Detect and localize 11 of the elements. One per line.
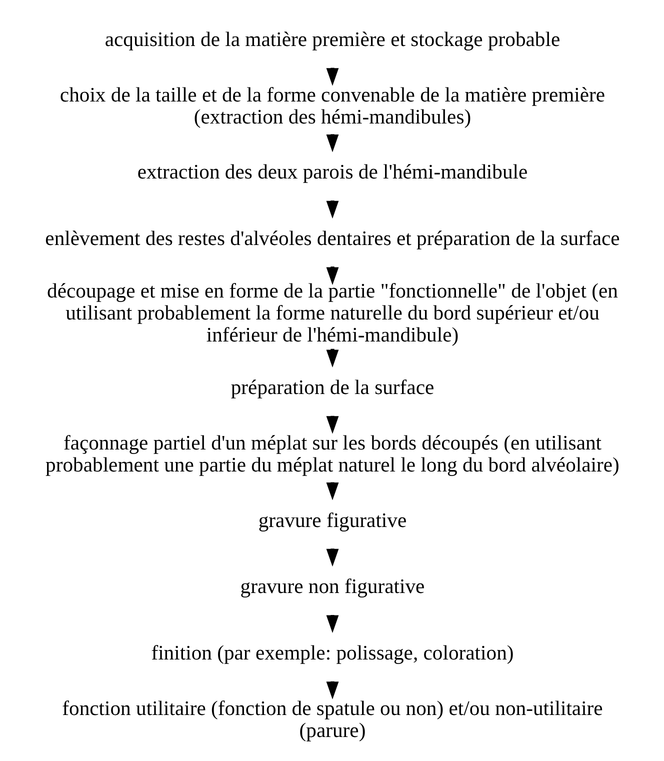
node-text: enlèvement des restes d'alvéoles dentaires et préparation de la surface (44, 228, 620, 250)
node-text: découpage et mise en forme de la partie "fonctionnelle" de l'objet (en utilisant probablement la forme naturelle du bord supérieur et/ou inférieur de l'hémi-mandibule) (46, 280, 618, 347)
node-text: choix de la taille et de la forme convenable de la matière première (extraction des hémi-mandibules) (59, 84, 605, 128)
node-text: préparation de la surface (230, 377, 434, 400)
node-text: fonction utilitaire (fonction de spatule ou non) et/ou non-utilitaire (parure) (62, 698, 602, 742)
node-text: finition (par exemple: polissage, coloration) (150, 642, 514, 665)
node-text: extraction des deux parois de l'hémi-mandibule (136, 162, 528, 184)
node-text: gravure non figurative (240, 576, 424, 598)
node-text: façonnage partiel d'un méplat sur les bords découpés (en utilisant probablement une partie du méplat naturel le long du bord alvéolaire) (45, 432, 619, 476)
node-text: acquisition de la matière première et stockage probable (104, 29, 560, 51)
node-text: gravure figurative (258, 510, 406, 532)
